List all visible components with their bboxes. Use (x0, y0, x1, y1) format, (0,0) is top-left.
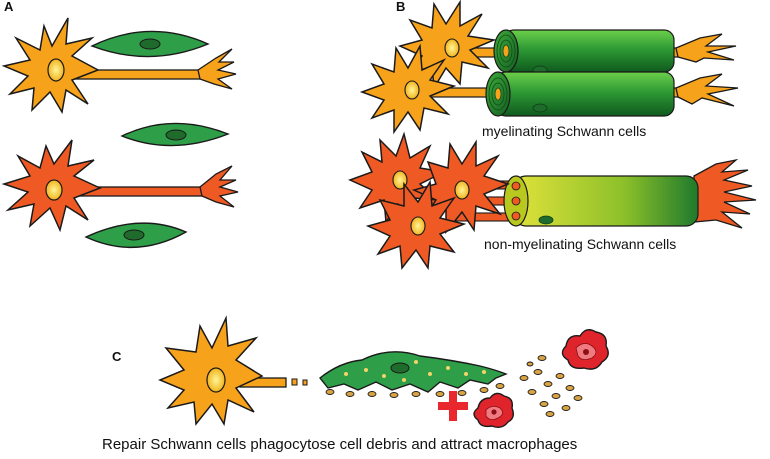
schwann-cell (120, 122, 230, 147)
panel-label-b: B (396, 0, 406, 14)
orange-neuron-soma (397, 0, 497, 91)
panel-c (158, 315, 609, 429)
debris (291, 378, 298, 386)
nucleus (538, 215, 554, 225)
panel-a (1, 17, 239, 249)
panel-label-c: C (112, 349, 122, 364)
panel-b-nonmyelinating (348, 131, 757, 271)
nucleus (47, 58, 65, 82)
injured-neuron (158, 315, 287, 427)
axon-terminal (199, 165, 239, 208)
caption-myelinating: myelinating Schwann cells (482, 123, 647, 139)
axon-terminal (675, 33, 737, 63)
nucleus (139, 38, 161, 50)
macrophage (561, 329, 609, 370)
cell-debris (325, 383, 505, 398)
orange-neuron (1, 17, 237, 115)
debris (302, 379, 308, 386)
non-myelinating-schwann-cell (503, 175, 699, 227)
myelin-sheath (485, 71, 675, 117)
orange-neuron-soma (359, 43, 457, 135)
caption-repair-schwann: Repair Schwann cells phagocytose cell de… (102, 436, 578, 453)
red-neuron (1, 139, 239, 233)
axon-terminal (693, 158, 757, 229)
myelin-sheath (493, 29, 675, 75)
nucleus (532, 103, 548, 113)
schwann-cell (84, 222, 188, 249)
nucleus (165, 129, 187, 141)
caption-nonmyelinating: non-myelinating Schwann cells (484, 236, 677, 252)
axon-terminal (197, 48, 237, 90)
repair-schwann-cell (319, 351, 508, 393)
macrophage (473, 392, 515, 429)
axon-terminal (675, 73, 739, 107)
schwann-cell (90, 30, 210, 58)
nucleus (45, 179, 63, 201)
plus-icon (438, 391, 468, 421)
nucleus (123, 229, 145, 241)
panel-b-myelinating (359, 0, 739, 135)
nucleus (390, 362, 410, 374)
cell-debris (519, 355, 583, 417)
panel-label-a: A (4, 0, 14, 14)
red-neuron-soma (365, 179, 467, 271)
nucleus (206, 367, 226, 393)
